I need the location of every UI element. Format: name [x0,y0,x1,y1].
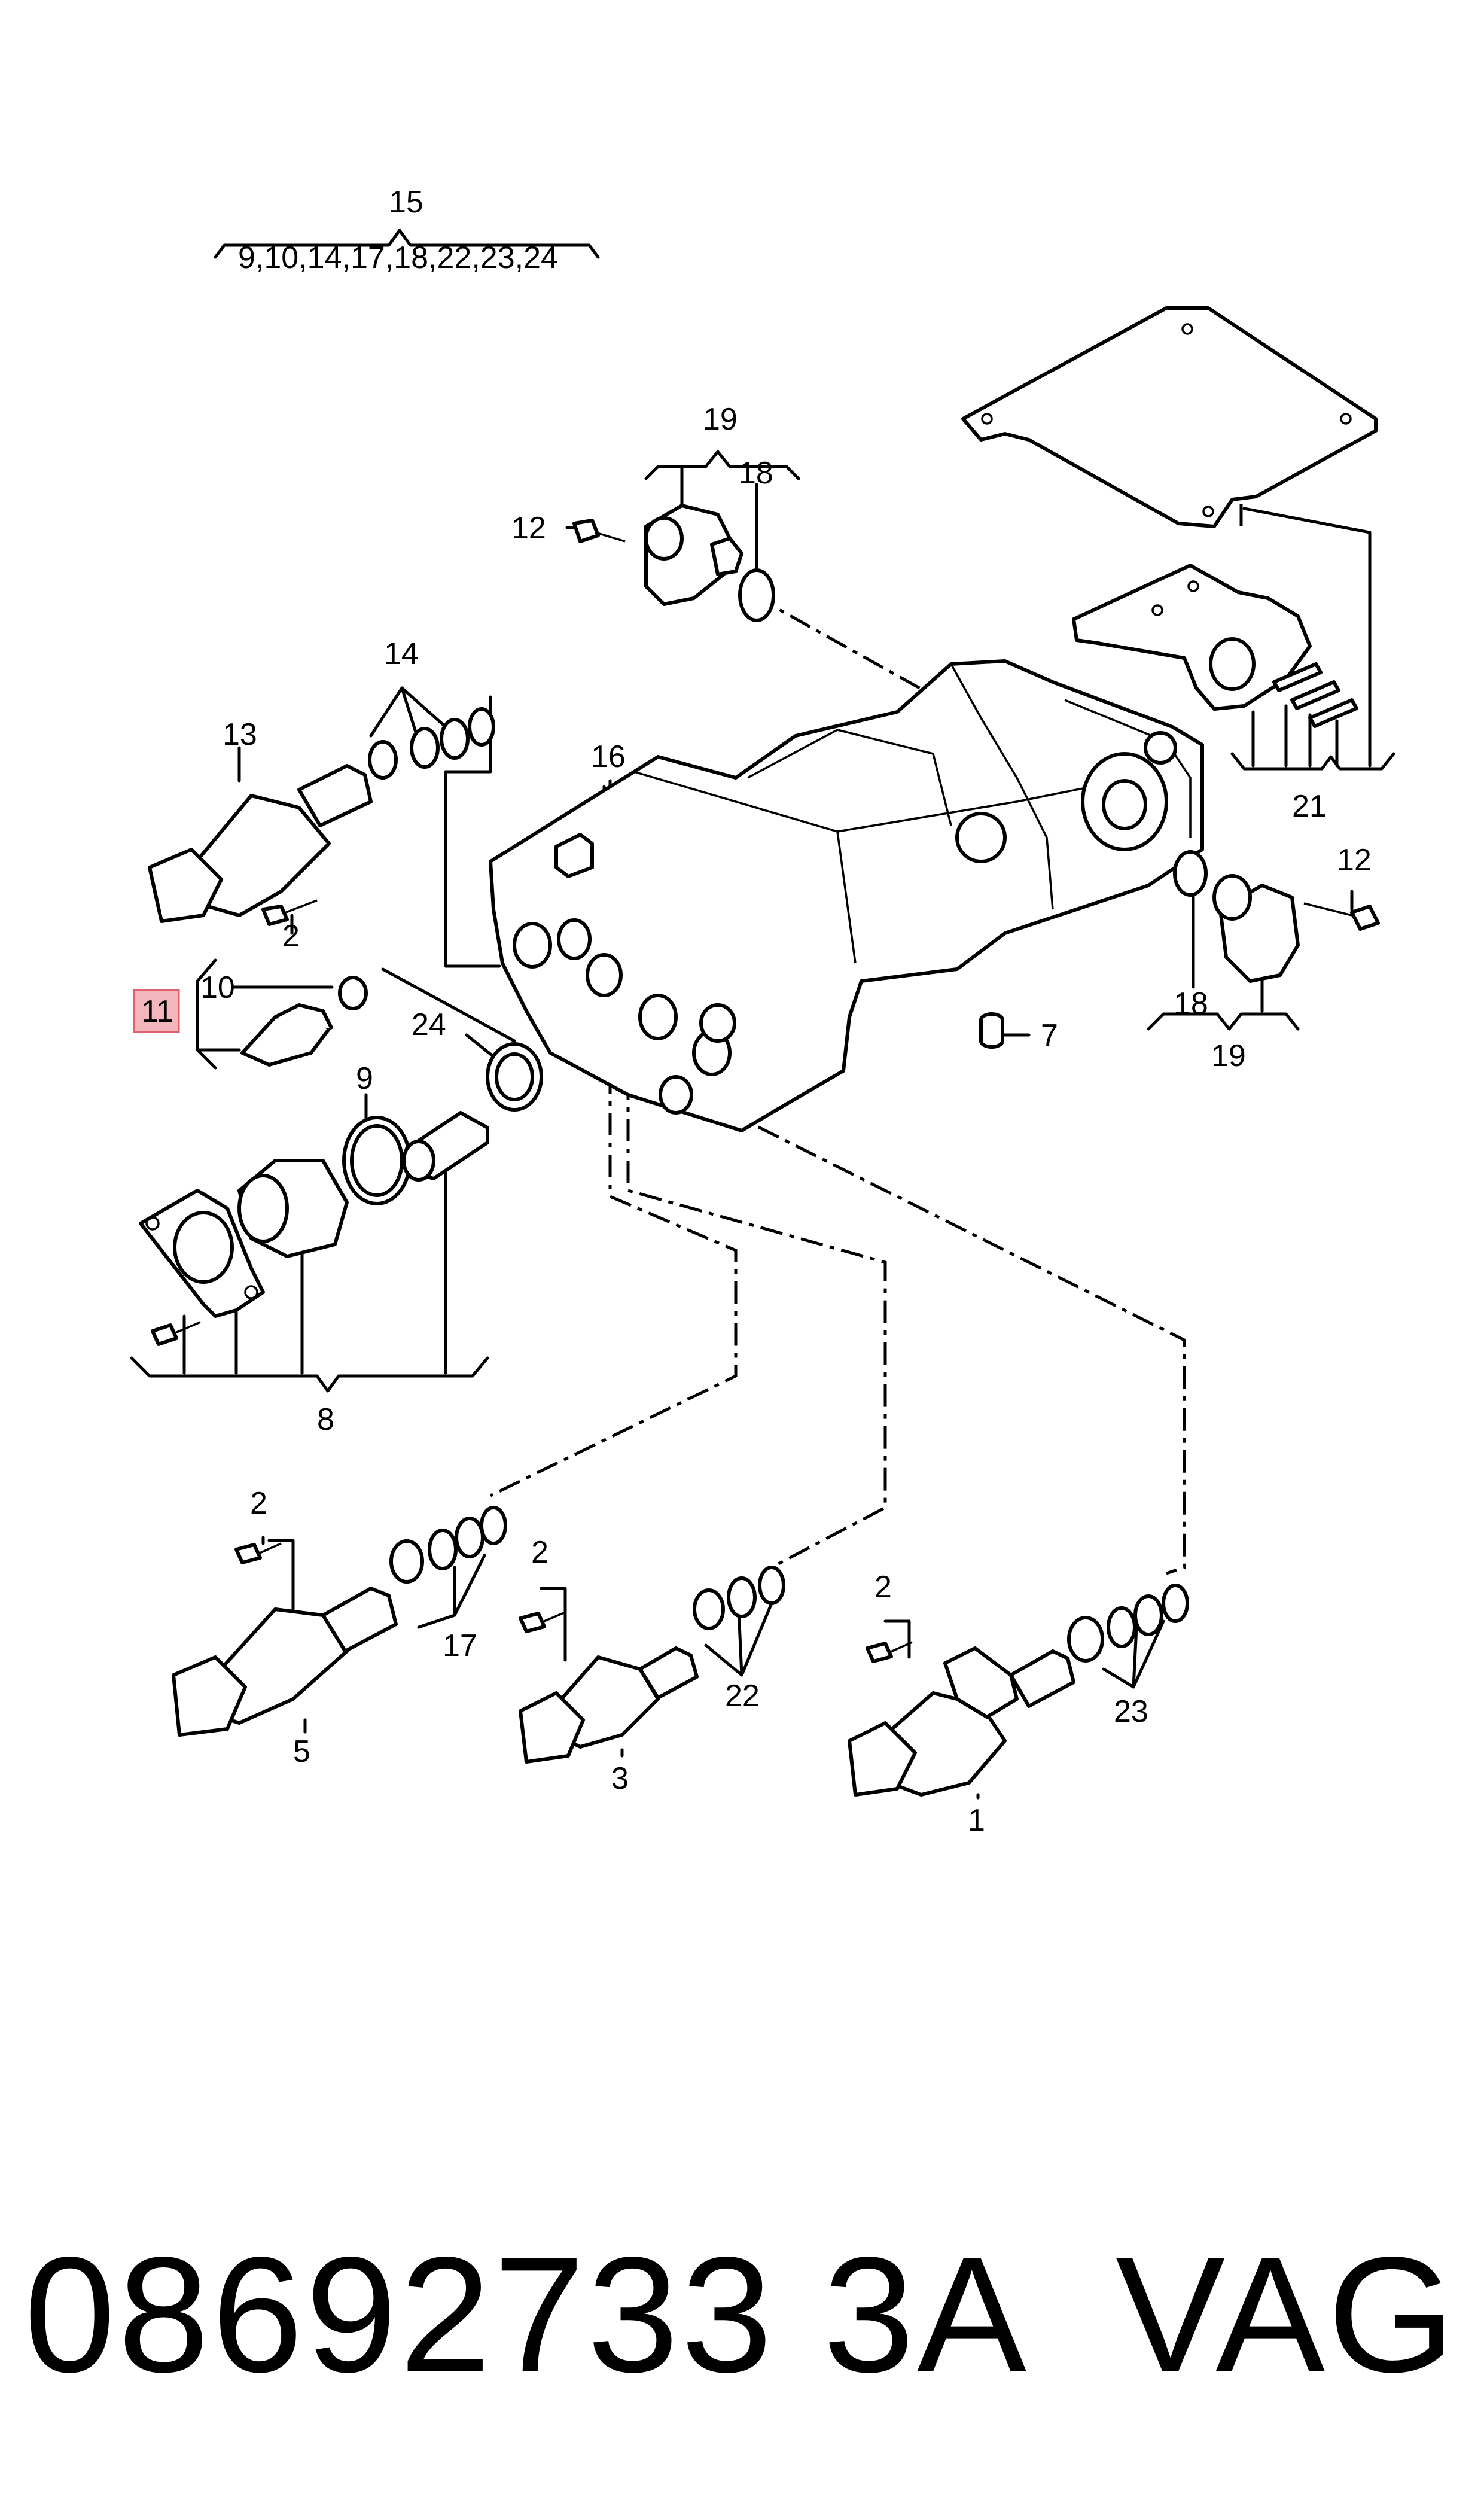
piston [402,1111,489,1182]
solenoid-valve-5 [172,1506,507,1737]
sensor-11 [240,976,368,1067]
solenoid-valve-13 [148,707,495,923]
bolt-2-solenoid-5 [234,1542,282,1564]
bolt-2-solenoid-3 [519,1611,566,1633]
o-ring-24 [486,1042,543,1112]
locating-pin [979,1012,1004,1049]
callout-13: 13 [223,717,257,752]
callout-15: 15 [389,185,423,220]
valve-body-housing [489,659,1204,1132]
callout-14: 14 [384,637,419,671]
highlight-box-11 [133,989,180,1033]
callout-9: 9 [356,1061,373,1096]
bolt-8 [151,1321,201,1346]
callout-12-right: 12 [1337,843,1372,878]
pressure-sensor-right [1173,850,1300,983]
callout-2-upper: 2 [282,919,300,954]
callout-2-solenoid-1: 2 [874,1570,892,1604]
cover-plate-8 [139,1189,265,1318]
actuator-bellows [237,1159,349,1258]
gasket-plate [961,306,1378,528]
callout-15-group: 9,10,14,17,18,22,23,24 [238,240,558,275]
bolt-2-upper [261,899,318,926]
callout-12-top: 12 [511,511,546,546]
dowel-pins [1272,662,1358,728]
callout-16: 16 [591,739,626,774]
callout-1: 1 [968,1803,985,1838]
callout-7: 7 [1041,1018,1058,1053]
brand-label: VAG [1116,2223,1458,2407]
callout-23: 23 [1114,1694,1148,1729]
pressure-sensor-top [644,504,775,622]
o-ring-9 [342,1116,412,1205]
callout-17: 17 [443,1628,477,1663]
callout-18-right: 18 [1174,987,1208,1021]
callout-labels: 15 9,10,14,17,18,22,23,24 19 18 12 14 13… [141,185,1372,1838]
callout-11: 11 [141,994,173,1029]
callout-2-solenoid-3: 2 [531,1535,548,1570]
bolt-12-top [572,519,626,543]
callout-22: 22 [725,1679,760,1713]
bolt-12-right [1303,902,1380,931]
callout-8: 8 [317,1402,334,1437]
mounting-bracket [1072,564,1312,711]
callout-10: 10 [200,970,235,1005]
leader-lines [130,229,1395,1800]
callout-24: 24 [412,1007,446,1042]
callout-18-top: 18 [739,456,773,491]
callout-21: 21 [1292,789,1327,824]
part-number: 08692733 3A [24,2223,1029,2407]
bolt-2-solenoid-1 [866,1641,913,1663]
callout-3: 3 [611,1761,629,1796]
callout-2-solenoid-5: 2 [250,1486,267,1521]
callout-5: 5 [293,1734,310,1769]
solenoid-valve-3 [519,1566,785,1764]
callout-19-right: 19 [1211,1039,1246,1073]
callout-19-top: 19 [703,402,738,437]
solenoid-valve-1 [848,1584,1189,1797]
